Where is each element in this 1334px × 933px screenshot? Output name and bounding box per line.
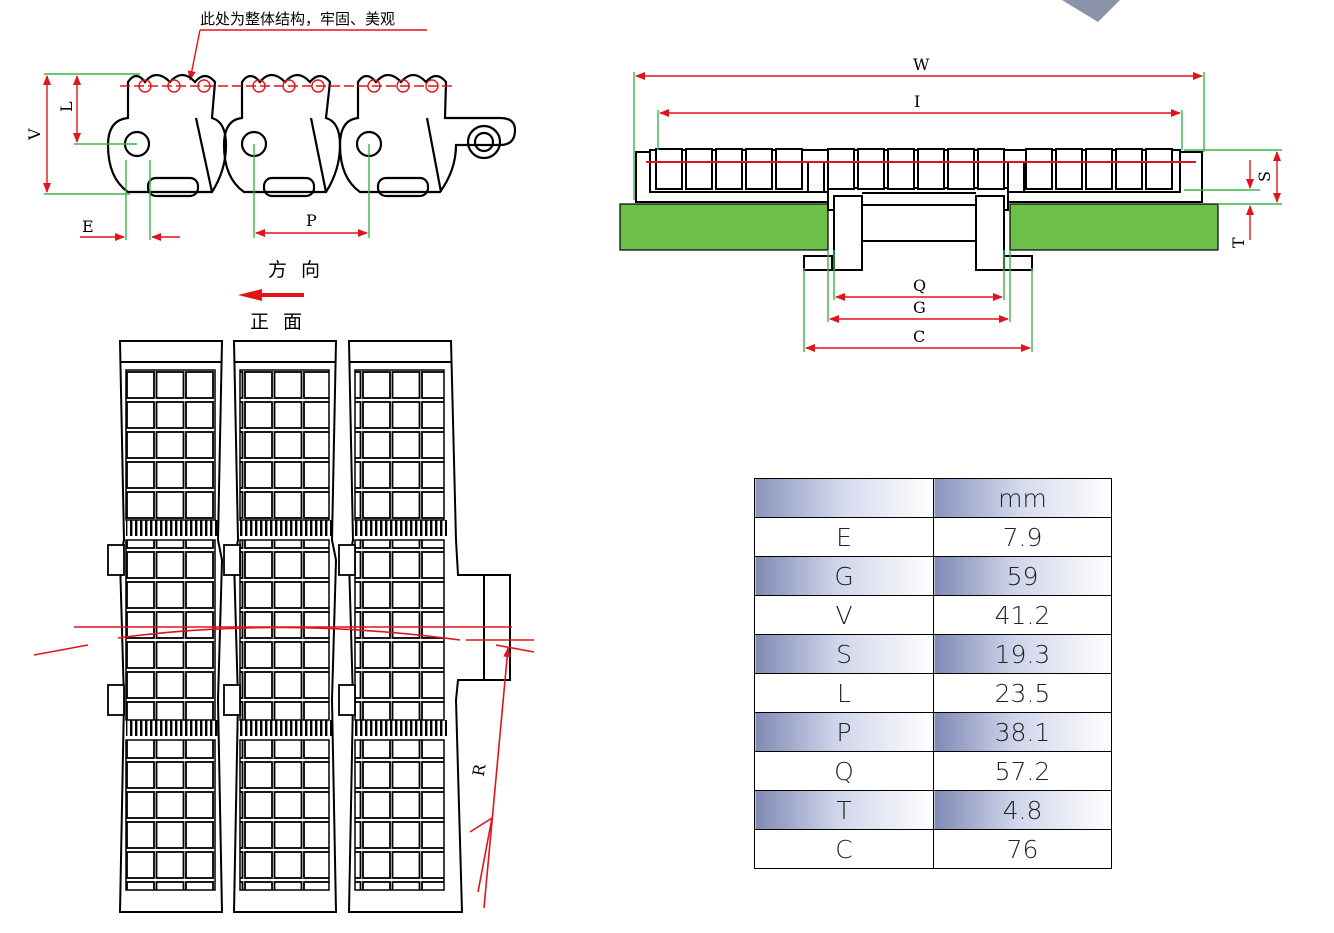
table-header-cell [754,478,934,518]
label-w: W [913,55,930,74]
label-v: V [25,128,44,141]
value-cell: 7.9 [933,517,1112,557]
direction-label: 方向 [268,259,334,281]
structure-note: 此处为整体结构，牢固、美观 [200,10,395,28]
direction-arrow [238,289,304,301]
chain-link-2 [222,73,342,198]
value-cell: 59 [933,556,1112,596]
dimension-v-l [43,73,140,195]
param-cell: T [754,790,934,830]
param-cell: V [754,595,934,635]
chain-link-3 [338,73,517,198]
table-header-cell: mm [933,478,1112,518]
label-l: L [57,101,76,112]
label-c: C [913,327,925,346]
param-cell: Q [754,751,934,791]
label-p: P [306,211,317,230]
label-r: R [469,762,490,778]
label-s: S [1255,171,1274,182]
param-cell: P [754,712,934,752]
corner-decoration [1062,0,1120,22]
param-cell: C [754,829,934,869]
cross-section: W I S T Q G C [619,55,1282,352]
param-cell: G [754,556,934,596]
label-t: T [1229,237,1248,248]
label-i: I [914,92,920,111]
table-header-row: mm [754,478,1112,518]
label-e: E [82,217,94,236]
value-cell: 19.3 [933,634,1112,674]
value-cell: 76 [933,829,1112,869]
param-cell: E [754,517,934,557]
side-view: 此处为整体结构，牢固、美观 [25,10,517,241]
param-cell: S [754,634,934,674]
dimension-e [80,160,180,241]
top-view: R [33,340,535,913]
dimension-p [253,144,370,238]
value-cell: 38.1 [933,712,1112,752]
front-label: 正面 [250,311,316,333]
value-cell: 23.5 [933,673,1112,713]
label-q: Q [913,276,926,295]
label-g: G [913,298,926,317]
param-cell: L [754,673,934,713]
value-cell: 41.2 [933,595,1112,635]
pin-holes [120,79,452,93]
value-cell: 57.2 [933,751,1112,791]
value-cell: 4.8 [933,790,1112,830]
